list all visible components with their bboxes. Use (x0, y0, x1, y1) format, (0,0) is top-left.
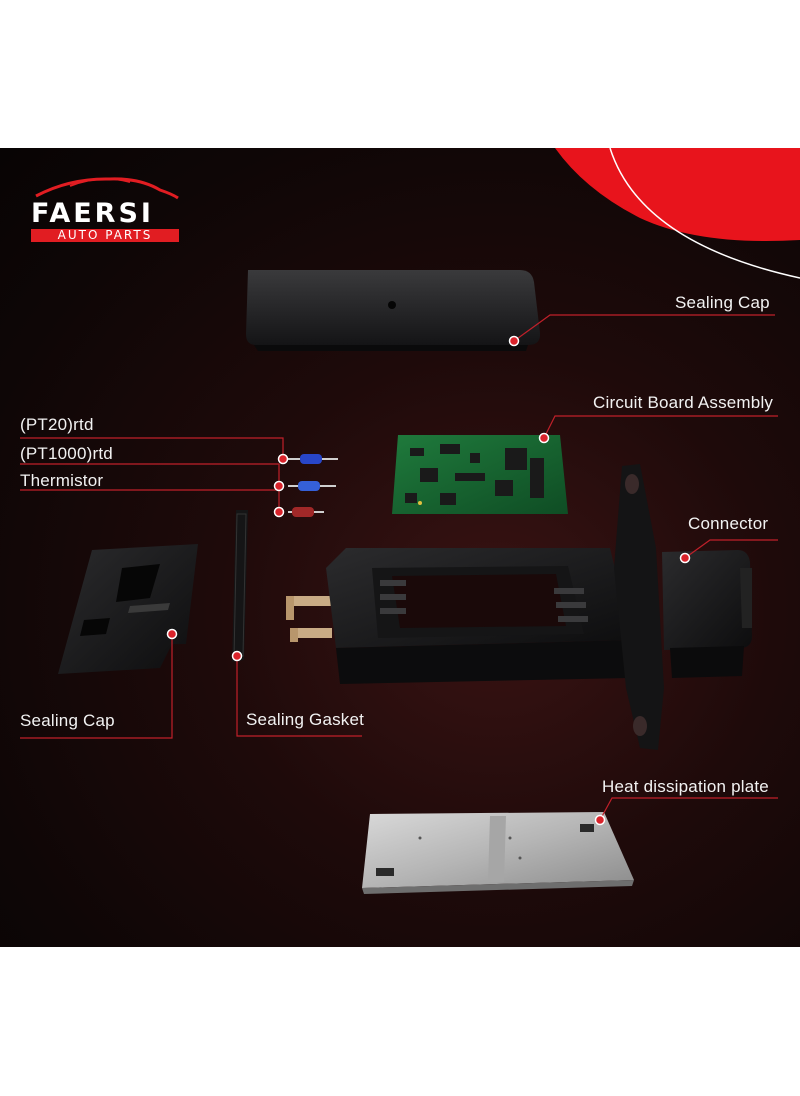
pointer-dot-sealing-gasket (231, 650, 243, 662)
exploded-parts-illustration (20, 148, 800, 894)
pointer-dot-pt20 (277, 453, 289, 465)
pointer-dot-thermistor (273, 506, 285, 518)
left-sealing-cap-part (58, 544, 198, 674)
white-arc-line (609, 148, 800, 279)
main-housing-part (326, 548, 632, 684)
connector-part (614, 464, 752, 750)
pointer-dot-connector (679, 552, 691, 564)
label-sealing-cap-left: Sealing Cap (20, 711, 115, 730)
label-thermistor: Thermistor (20, 471, 104, 490)
label-sealing-cap-top: Sealing Cap (675, 293, 770, 312)
circuit-board-part (392, 435, 568, 514)
red-corner-accent (555, 148, 800, 242)
pointer-dot-circuit-board (538, 432, 550, 444)
label-heat-plate: Heat dissipation plate (602, 777, 769, 796)
brand-logo-text: FAERSI (31, 198, 154, 229)
exploded-diagram-panel: FAERSI AUTO PARTS Sealing Cap Circuit Bo… (0, 148, 800, 947)
heat-plate-part (362, 812, 634, 894)
sealing-gasket-part (232, 510, 248, 662)
pointer-dot-pt1000 (273, 480, 285, 492)
car-logo-icon (35, 177, 179, 200)
terminal-pins-part (286, 596, 334, 642)
pointer-dot-heat-plate (594, 814, 606, 826)
label-connector: Connector (688, 514, 769, 533)
label-pt1000: (PT1000)rtd (20, 444, 113, 463)
label-sealing-gasket: Sealing Gasket (246, 710, 365, 729)
pt1000-sensor-part (288, 481, 336, 491)
label-pt20: (PT20)rtd (20, 415, 94, 434)
pointer-dot-sealing-cap-top (508, 335, 520, 347)
pointer-dots (166, 335, 691, 826)
pt20-sensor-part (288, 454, 338, 464)
thermistor-part (288, 507, 324, 517)
brand-tagline: AUTO PARTS (31, 229, 179, 242)
top-sealing-cap-part (246, 270, 541, 351)
label-circuit-board: Circuit Board Assembly (593, 393, 774, 412)
pointer-dot-sealing-cap-left (166, 628, 178, 640)
leader-lines (20, 314, 778, 821)
